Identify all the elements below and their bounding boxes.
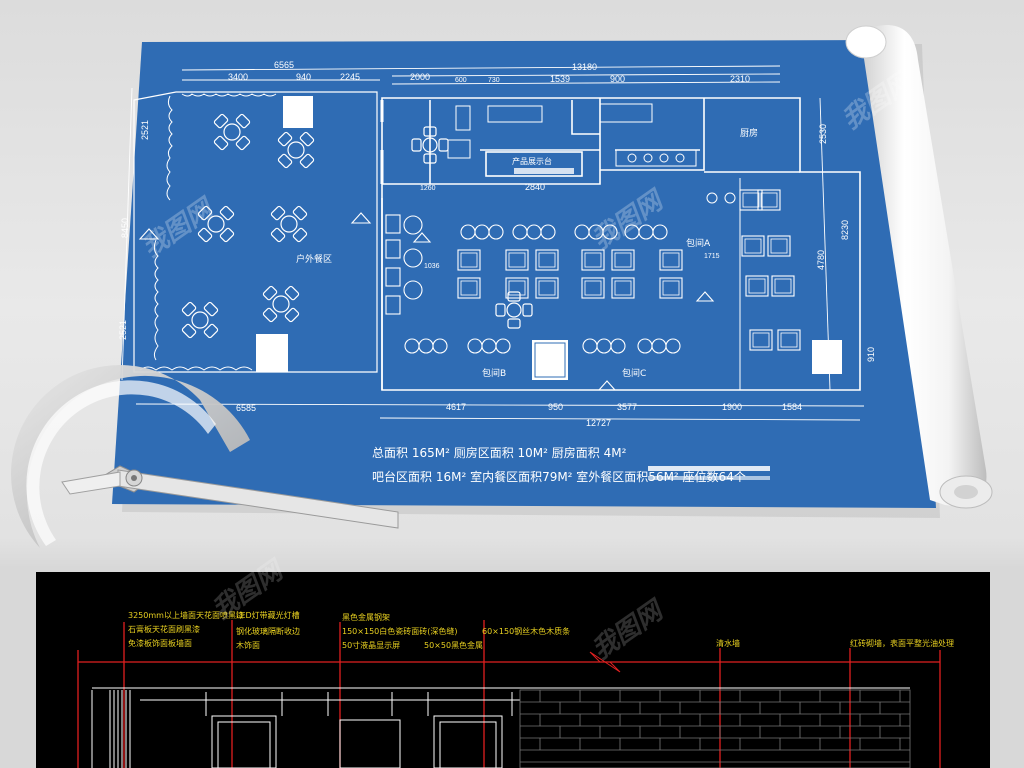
dim-left-1: 8450 bbox=[120, 218, 130, 238]
dim-inner-0: 1260 bbox=[420, 185, 436, 192]
outdoor-tables: 户外餐区 bbox=[181, 96, 332, 372]
indoor-furniture: 产品展示台 厨房 包间A 包间B 包间C bbox=[138, 103, 842, 391]
dim-right-0: 2530 bbox=[818, 124, 828, 144]
note-scribble bbox=[648, 466, 770, 471]
cad-note-11: 清水墙 bbox=[716, 638, 740, 648]
cad-note-1: 石膏板天花面刷黑漆 bbox=[128, 624, 200, 634]
dimension-lines bbox=[121, 65, 865, 421]
area-note-line1: 总面积 165M² 厕房区面积 10M² 厨房面积 4M² bbox=[372, 445, 627, 460]
dim-left-2: 2521 bbox=[118, 320, 128, 340]
room-label-kitchen: 厨房 bbox=[740, 127, 758, 139]
dim-bottom-1: 4617 bbox=[446, 402, 466, 412]
dim-inner-3: 1715 bbox=[704, 253, 720, 260]
cad-elevation: 3250mm以上墙面天花面喷黑漆 石膏板天花面刷黑漆 免漆板饰面板墙面 LED灯… bbox=[36, 554, 990, 768]
dim-bottom-2: 950 bbox=[548, 402, 563, 412]
dim-bottom-4: 1900 bbox=[722, 402, 742, 412]
dim-top-6: 600 bbox=[455, 77, 467, 84]
dim-top-2: 3400 bbox=[228, 72, 248, 82]
planter-border bbox=[139, 93, 277, 371]
dim-inner-2: 1036 bbox=[424, 263, 440, 270]
dim-inner-1: 2840 bbox=[525, 182, 545, 192]
dim-top-5: 2000 bbox=[410, 72, 430, 82]
protractor bbox=[11, 365, 399, 548]
room-label-a: 包间A bbox=[686, 237, 711, 249]
area-note-line2: 吧台区面积 16M² 室内餐区面积79M² 室外餐区面积56M² 座位数64个 bbox=[372, 469, 746, 484]
dim-left-0: 2521 bbox=[140, 120, 150, 140]
dim-top-9: 900 bbox=[610, 74, 625, 84]
dim-bottom-3: 3577 bbox=[617, 402, 637, 412]
cad-note-2: 免漆板饰面板墙面 bbox=[128, 638, 192, 648]
cad-note-10: 60×150钢丝木色木质条 bbox=[482, 626, 570, 636]
blueprint-paper bbox=[112, 40, 936, 508]
cad-annotations: 3250mm以上墙面天花面喷黑漆 石膏板天花面刷黑漆 免漆板饰面板墙面 LED灯… bbox=[128, 610, 954, 650]
dimension-texts: 6565 13180 3400 940 2245 2000 600 730 15… bbox=[118, 60, 876, 428]
dim-bottom-0: 6585 bbox=[236, 403, 256, 413]
dim-bottom-5: 1584 bbox=[782, 402, 802, 412]
dim-top-4: 2245 bbox=[340, 72, 360, 82]
dim-right-1: 8230 bbox=[840, 220, 850, 240]
room-label-bar: 产品展示台 bbox=[512, 156, 552, 166]
room-label-c: 包间C bbox=[622, 367, 646, 379]
room-label-b: 包间B bbox=[482, 367, 506, 379]
cad-note-4: 钢化玻璃隔断收边 bbox=[236, 626, 300, 636]
dim-right-3: 910 bbox=[866, 347, 876, 362]
cad-note-8: 50寸液晶显示屏 bbox=[342, 640, 400, 650]
dim-top-7: 730 bbox=[488, 77, 500, 84]
cad-background bbox=[36, 572, 990, 768]
dim-top-8: 1539 bbox=[550, 74, 570, 84]
note-scribble-2 bbox=[648, 476, 770, 480]
dim-top-3: 940 bbox=[296, 72, 311, 82]
cad-note-0: 3250mm以上墙面天花面喷黑漆 bbox=[128, 610, 244, 620]
cad-note-3: LED灯带藏光灯槽 bbox=[236, 610, 300, 620]
dim-right-2: 4780 bbox=[816, 250, 826, 270]
cad-note-7: 150×150白色瓷砖面砖(深色缝) bbox=[342, 626, 457, 636]
dim-top-1: 13180 bbox=[572, 62, 597, 72]
cad-note-12: 红砖砌墙，表面平整光油处理 bbox=[850, 638, 954, 648]
brick-wall bbox=[519, 689, 911, 768]
dim-bottom-6: 12727 bbox=[586, 418, 611, 428]
cad-note-5: 木饰面 bbox=[236, 640, 260, 650]
dim-top-0: 6565 bbox=[274, 60, 294, 70]
blueprint-sheet: 户外餐区 bbox=[112, 25, 993, 518]
cad-note-6: 黑色金属钢架 bbox=[342, 612, 390, 622]
area-notes: 总面积 165M² 厕房区面积 10M² 厨房面积 4M² 吧台区面积 16M²… bbox=[372, 445, 770, 484]
paper-roll bbox=[845, 25, 993, 509]
room-label-outdoor: 户外餐区 bbox=[296, 253, 332, 264]
cad-note-9: 50×50黑色金属 bbox=[424, 640, 483, 650]
dim-top-10: 2310 bbox=[730, 74, 750, 84]
